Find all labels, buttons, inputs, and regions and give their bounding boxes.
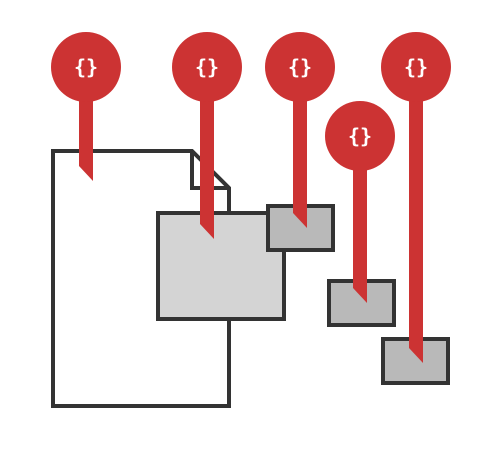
json-braces-icon: {}	[348, 124, 372, 148]
large-block	[156, 211, 286, 321]
pin: {}	[172, 32, 242, 239]
json-braces-icon: {}	[404, 55, 428, 79]
pin: {}	[381, 32, 451, 363]
pin-stem	[293, 100, 307, 228]
pin-stem	[79, 100, 93, 181]
pin-head	[325, 101, 395, 171]
pin-stem	[353, 168, 367, 303]
json-braces-icon: {}	[288, 55, 312, 79]
pin-head	[172, 32, 242, 102]
pin: {}	[265, 32, 335, 228]
document-fold	[190, 151, 229, 190]
pin-head	[381, 32, 451, 102]
pin: {}	[325, 101, 395, 303]
json-braces-icon: {}	[195, 55, 219, 79]
pin: {}	[51, 32, 121, 181]
json-braces-icon: {}	[74, 55, 98, 79]
pin-head	[51, 32, 121, 102]
pin-stem	[200, 100, 214, 239]
pin-stem	[409, 100, 423, 363]
pin-head	[265, 32, 335, 102]
